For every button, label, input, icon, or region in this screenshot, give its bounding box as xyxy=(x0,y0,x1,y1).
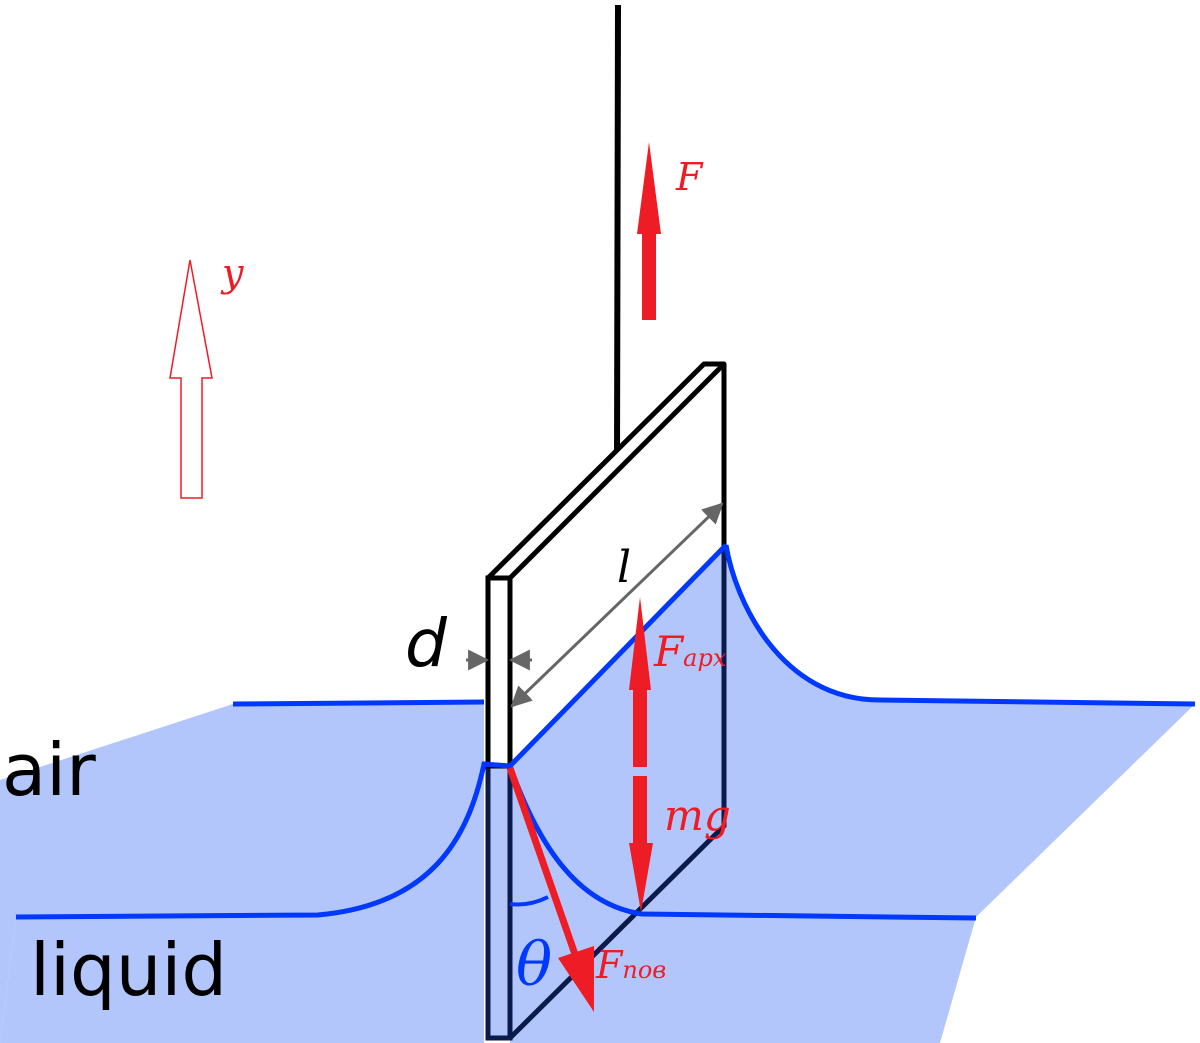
force-archimedes-label: Fарх xyxy=(653,627,727,676)
liquid-surface-left xyxy=(0,702,484,1043)
force-archimedes-head xyxy=(629,597,651,690)
force-gravity-head xyxy=(629,843,653,912)
force-surface-head xyxy=(558,946,594,1012)
force-F-shaft xyxy=(642,230,656,320)
meniscus-left-curve xyxy=(15,761,511,920)
force-F-label: F xyxy=(675,155,704,199)
angle-theta-label: θ xyxy=(516,930,552,1000)
region-air-label: air xyxy=(2,728,96,812)
force-surface-label: Fпов xyxy=(595,943,666,987)
meniscus-left xyxy=(232,699,485,707)
plate-front-edge xyxy=(485,575,513,769)
force-gravity-shaft xyxy=(633,776,647,846)
force-archimedes-shaft xyxy=(633,685,647,767)
length-dimension-arrow xyxy=(510,502,724,708)
length-l-label: l xyxy=(617,542,631,593)
force-gravity-label: mg xyxy=(664,791,731,840)
force-F-head xyxy=(637,142,661,234)
y-axis-label: y xyxy=(220,251,244,295)
theta-arc xyxy=(509,895,549,907)
plate-submerged-edge xyxy=(485,766,513,1041)
liquid-surface-left-lower xyxy=(0,764,484,1043)
force-surface-shaft xyxy=(506,766,581,962)
thickness-d-label: d xyxy=(405,605,448,682)
region-liquid-label: liquid xyxy=(30,928,227,1012)
suspension-wire xyxy=(614,4,621,461)
y-axis-arrow xyxy=(169,259,213,499)
meniscus-right-curve xyxy=(723,544,1196,707)
